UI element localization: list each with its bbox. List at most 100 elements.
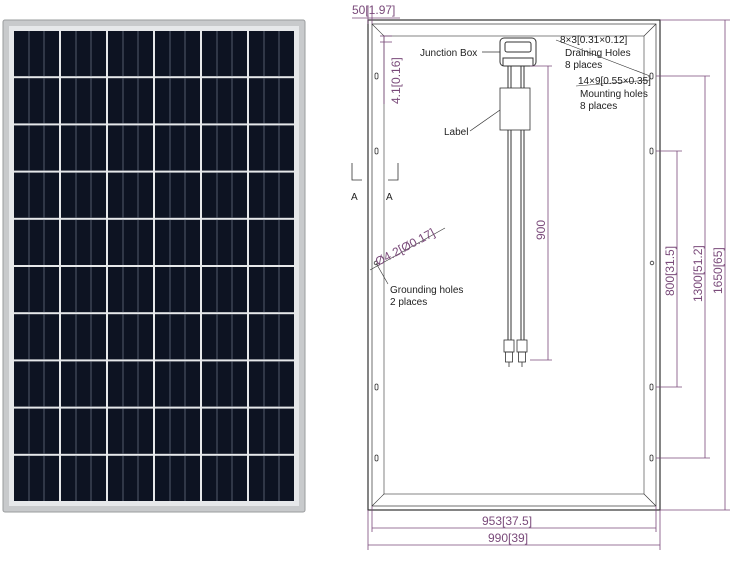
mounting-holes-dim: 14×9[0.55×0.35] [578,76,651,87]
solar-cell [249,125,294,171]
solar-cell [202,267,247,313]
solar-cell [14,267,59,313]
solar-cell [108,455,153,501]
grounding-hole [649,260,655,266]
solar-cell [61,267,106,313]
draining-hole [374,147,379,155]
frame-width-dim: 50[1.97] [352,3,395,17]
solar-cell [108,361,153,407]
solar-cell [61,31,106,77]
solar-cell [14,408,59,454]
solar-cell [249,455,294,501]
solar-cell [108,408,153,454]
draining-hole [374,72,379,80]
solar-cell [14,172,59,218]
section-label-right: A [386,192,393,203]
junction-box [499,37,537,67]
front-panel-cell-grid [14,31,294,501]
draining-hole [374,454,379,462]
solar-cell [155,219,200,265]
grounding-diameter-dim: Ø4.2[Ø0.17] [373,226,437,269]
solar-cell [14,455,59,501]
solar-cell [249,31,294,77]
solar-cell [249,267,294,313]
draining-holes-dim: 8×3[0.31×0.12] [560,35,628,46]
solar-cell [249,314,294,360]
frame-corner-br [643,493,657,507]
inner-width-dim: 953[37.5] [482,514,532,528]
grounding-holes-title: Grounding holes [390,285,463,296]
frame-corner-tl [371,23,385,37]
solar-cell [202,172,247,218]
cable-length-dim: 900 [534,220,548,240]
mounting-hole [649,454,654,462]
solar-cell [155,125,200,171]
grounding-leader [375,262,389,285]
frame-corner-tr [643,23,657,37]
solar-cell [202,219,247,265]
solar-cell [14,78,59,124]
grounding-hole [373,260,379,266]
solar-cell [155,361,200,407]
back-frame-lip [383,35,645,495]
solar-cell [108,314,153,360]
solar-cell [108,172,153,218]
junction-box-label: Junction Box [420,48,477,59]
back-frame-inner [371,23,657,507]
mounting-leader [575,79,651,87]
solar-cell [108,78,153,124]
solar-cell [155,267,200,313]
frame-corner-bl [371,493,385,507]
section-marker-left [351,163,362,181]
solar-cell [249,219,294,265]
solar-cell [249,361,294,407]
connector-right [516,339,528,367]
outer-width-dim: 990[39] [488,531,528,545]
solar-cell [61,125,106,171]
draining-hole [374,383,379,391]
solar-cell [155,172,200,218]
annotation-text: 50[1.97] 4.1[0.16] Junction Box Label 8×… [351,3,725,545]
section-label-left: A [351,192,358,203]
label-leader [469,109,501,132]
solar-cell [249,172,294,218]
back-frame-outer [367,19,661,511]
height-dim: 1650[65] [711,247,725,294]
solar-cell [14,31,59,77]
solar-cell [61,219,106,265]
solar-cell [202,78,247,124]
solar-cell [202,408,247,454]
solar-cell [61,455,106,501]
section-marker-right [388,163,399,181]
mounting-hole [649,383,654,391]
solar-cell [155,314,200,360]
mounting-hole [649,147,654,155]
draining-leader [555,39,651,77]
solar-cell [14,219,59,265]
solar-cell [155,31,200,77]
solar-cell [202,125,247,171]
solar-cell [61,361,106,407]
solar-cell [61,314,106,360]
solar-cell [61,172,106,218]
solar-cell [61,78,106,124]
label-sticker [499,87,531,131]
grounding-holes-places: 2 places [390,297,427,308]
label-sticker-label: Label [444,127,468,138]
solar-cell [108,125,153,171]
solar-cell [108,219,153,265]
solar-cell [14,125,59,171]
solar-cell [249,78,294,124]
grounding-dim-leader [369,227,446,271]
solar-cell [202,361,247,407]
solar-cell [202,31,247,77]
solar-cell [202,314,247,360]
mount-spacing-inner-dim: 800[31.5] [663,246,677,296]
draining-holes-title: Draining Holes [565,48,631,59]
mount-spacing-outer-dim: 1300[51.2] [691,245,705,302]
solar-cell [155,455,200,501]
solar-cell [249,408,294,454]
junction-offset-dim: 4.1[0.16] [389,57,403,104]
connector-left [503,339,515,367]
